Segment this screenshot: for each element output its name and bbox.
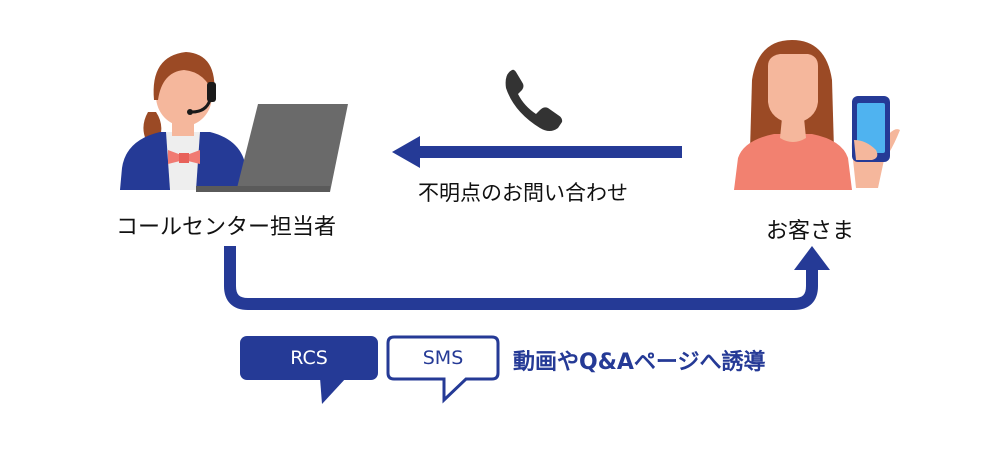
laptop-screen bbox=[236, 104, 348, 192]
headset-mic bbox=[187, 109, 193, 115]
rcs-bubble-box bbox=[240, 336, 378, 380]
headset-earpiece-icon bbox=[207, 82, 216, 102]
agent-ribbon-knot bbox=[179, 153, 189, 163]
rcs-bubble bbox=[240, 336, 378, 404]
inquiry-arrow-head bbox=[392, 136, 420, 168]
customer-shirt bbox=[734, 134, 852, 190]
laptop-icon bbox=[196, 104, 348, 192]
rcs-label: RCS bbox=[290, 347, 328, 369]
customer-face bbox=[768, 54, 818, 124]
sms-label: SMS bbox=[422, 347, 464, 369]
laptop-base bbox=[196, 186, 330, 192]
guidance-label: 動画やQ&Aページへ誘導 bbox=[513, 350, 766, 375]
inquiry-arrow-shaft bbox=[412, 146, 682, 158]
sms-bubble bbox=[386, 335, 500, 404]
sms-bubble-box bbox=[386, 335, 500, 404]
customer-thumb bbox=[854, 140, 878, 160]
guidance-arrow-head bbox=[794, 246, 830, 270]
guidance-arrow-path bbox=[224, 246, 818, 310]
customer-illustration bbox=[734, 40, 900, 190]
agent-hair bbox=[153, 52, 215, 100]
smartphone-screen bbox=[857, 103, 885, 153]
inquiry-arrow bbox=[392, 136, 682, 168]
inquiry-label: 不明点のお問い合わせ bbox=[418, 181, 628, 205]
customer-neck bbox=[780, 118, 806, 142]
rcs-bubble-tail bbox=[320, 378, 346, 404]
telephone-icon bbox=[505, 69, 563, 131]
agent-label: コールセンター担当者 bbox=[116, 215, 337, 240]
call-center-agent-illustration bbox=[120, 52, 248, 190]
headset-mic-arm bbox=[191, 99, 212, 114]
customer-label: お客さま bbox=[766, 219, 855, 244]
